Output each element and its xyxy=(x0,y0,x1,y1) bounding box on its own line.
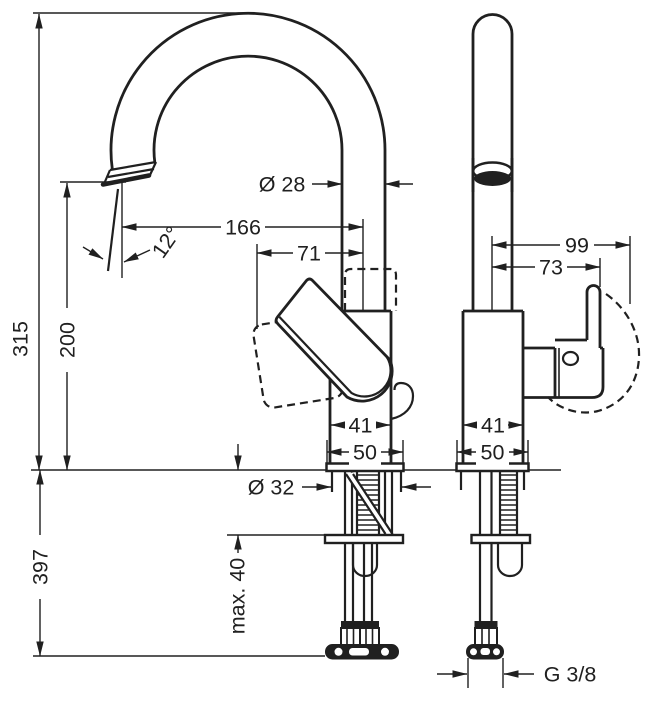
dim-base-width-front: 50 xyxy=(353,441,377,465)
dim-handle-offset-side: 73 xyxy=(539,256,563,280)
dimension-labels: 315 200 397 max. 40 12° 166 71 Ø 28 99 7… xyxy=(9,173,597,687)
angle-leader-vertical xyxy=(123,249,151,263)
popup-rod-hook xyxy=(390,381,415,421)
dim-max-deck-thickness: max. 40 xyxy=(226,558,250,635)
label-bg-50-side xyxy=(476,439,509,465)
spout-arc-inner xyxy=(152,54,344,164)
label-bg-166 xyxy=(221,214,265,240)
handle-swing-dashed xyxy=(547,293,641,414)
front-foot-hole-left xyxy=(334,647,343,656)
spout-outlet-face xyxy=(100,173,152,187)
dim-base-width-side: 50 xyxy=(481,441,505,465)
front-hose-nut-right xyxy=(360,621,379,628)
front-supply-hoses-upper xyxy=(343,471,394,535)
dim-handle-projection-front: 71 xyxy=(297,242,321,266)
spout-nozzle-band xyxy=(107,160,157,179)
side-mounting-hardware xyxy=(455,462,532,660)
front-view xyxy=(100,11,415,464)
front-hole-edge-lines xyxy=(330,471,403,492)
handle-base-block xyxy=(523,346,605,399)
handle-screw-hole xyxy=(561,350,580,367)
front-mounting-washer xyxy=(323,533,405,545)
front-foot-slot xyxy=(349,648,369,656)
side-hose-connector xyxy=(474,627,498,646)
handle-position-up-dashed xyxy=(343,267,398,311)
lever-handle-side xyxy=(585,284,602,348)
side-riser-tube xyxy=(471,13,514,311)
front-connector-left-ribs xyxy=(346,628,355,645)
label-bg-397 xyxy=(29,535,51,599)
label-bg-73 xyxy=(535,254,567,280)
spout-nozzle-sides xyxy=(102,161,157,185)
side-hole-edge-lines xyxy=(459,471,526,490)
side-foot-hole-left xyxy=(470,648,477,656)
handle-front-inner-edge xyxy=(278,316,392,398)
aerator-opening xyxy=(474,171,511,186)
side-foot-slot xyxy=(480,648,490,655)
side-shank-sides xyxy=(498,471,519,534)
front-connector-right-ribs xyxy=(365,628,374,645)
side-hose-nut xyxy=(474,621,498,628)
dim-handle-reach-side: 99 xyxy=(565,234,589,258)
side-connector-ribs xyxy=(481,628,490,645)
side-mounting-washer xyxy=(470,533,532,545)
front-hose-nut-left xyxy=(341,621,360,628)
dim-under-deck-length: 397 xyxy=(29,549,53,585)
dim-body-width-side: 41 xyxy=(481,414,505,438)
hose-cross-mask xyxy=(346,472,392,536)
side-body xyxy=(461,309,525,464)
side-threaded-rod-end xyxy=(496,543,524,578)
label-bg-71 xyxy=(293,240,325,266)
dim-total-height: 315 xyxy=(9,321,33,357)
side-supply-hose xyxy=(478,471,493,621)
side-foot-hole-right xyxy=(493,648,500,656)
dim-spout-reach: 166 xyxy=(225,216,261,240)
front-mounting-hardware xyxy=(323,462,405,660)
front-supply-hoses-lower xyxy=(343,543,374,621)
side-view xyxy=(461,13,641,464)
handle-mount-step xyxy=(523,338,587,398)
label-bg-41-side xyxy=(477,412,508,438)
side-tube-edges-over-aerator xyxy=(471,158,514,192)
dim-spout-height: 200 xyxy=(56,322,80,358)
dim-connection-thread: G 3/8 xyxy=(544,663,597,687)
dim-spout-angle: 12° xyxy=(147,222,185,262)
front-hose-connector-right xyxy=(359,627,380,646)
front-foot-hole-right xyxy=(381,647,389,656)
label-bg-99 xyxy=(560,232,594,258)
front-hose-connector-left xyxy=(340,627,361,646)
label-bg-50-front xyxy=(349,439,381,465)
side-shank-threads xyxy=(500,474,517,531)
label-bg-200 xyxy=(56,308,78,372)
label-bg-41-front xyxy=(345,412,376,438)
front-hose-crossing xyxy=(345,473,394,535)
spout-arc-outer xyxy=(109,11,387,170)
dim-spout-diameter: Ø 28 xyxy=(259,173,306,197)
handle-front xyxy=(274,277,394,403)
angle-leader-stream xyxy=(82,246,104,260)
water-stream-line xyxy=(106,188,120,272)
dim-hole-diameter: Ø 32 xyxy=(248,476,295,500)
dim-body-width-front: 41 xyxy=(349,414,373,438)
